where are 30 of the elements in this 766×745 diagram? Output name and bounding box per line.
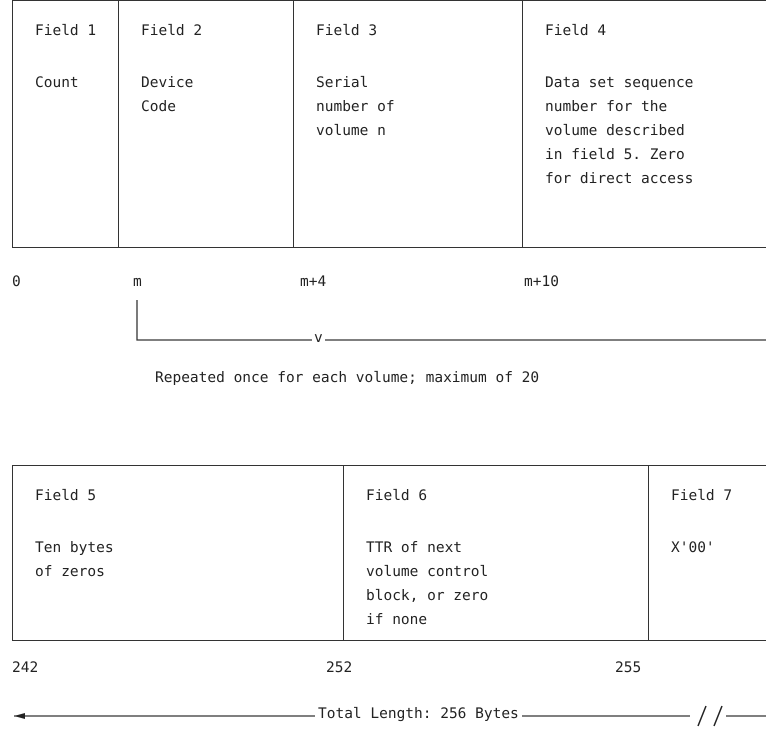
record-field-box (343, 465, 648, 641)
offset-label: 252 (326, 660, 352, 676)
field-name: Field 1 (35, 23, 96, 39)
note-text: Repeated once for each volume; maximum of 20 (155, 370, 540, 386)
record-field-box (12, 465, 343, 641)
field-description: X'00' (671, 539, 716, 558)
record-field-box (293, 0, 522, 248)
field-name: Field 7 (671, 488, 732, 504)
record-field-box (648, 465, 766, 641)
offset-label: 0 (12, 274, 21, 290)
field-name: Field 5 (35, 488, 96, 504)
field-description: Data set sequence number for the volume described in field 5. Zero for direct access (545, 74, 694, 189)
field-description: Serial number of volume n (316, 74, 396, 141)
field-description: Device Code (141, 74, 194, 117)
field-description: TTR of next volume control block, or zero if none (366, 539, 490, 630)
offset-label: 242 (12, 660, 38, 676)
field-name: Field 4 (545, 23, 606, 39)
field-description: Count (35, 74, 80, 93)
offset-label: m (133, 274, 142, 290)
field-name: Field 2 (141, 23, 202, 39)
record-field-box (118, 0, 293, 248)
offset-label: 255 (615, 660, 642, 676)
total-length-text: Total Length: 256 Bytes (315, 706, 522, 722)
offset-label: m+10 (524, 274, 559, 290)
record-field-box (12, 0, 118, 248)
field-name: Field 6 (366, 488, 428, 504)
offset-label: m+4 (300, 274, 326, 290)
record-field-box (522, 0, 766, 248)
field-name: Field 3 (316, 23, 378, 39)
field-description: Ten bytes of zeros (35, 539, 115, 582)
